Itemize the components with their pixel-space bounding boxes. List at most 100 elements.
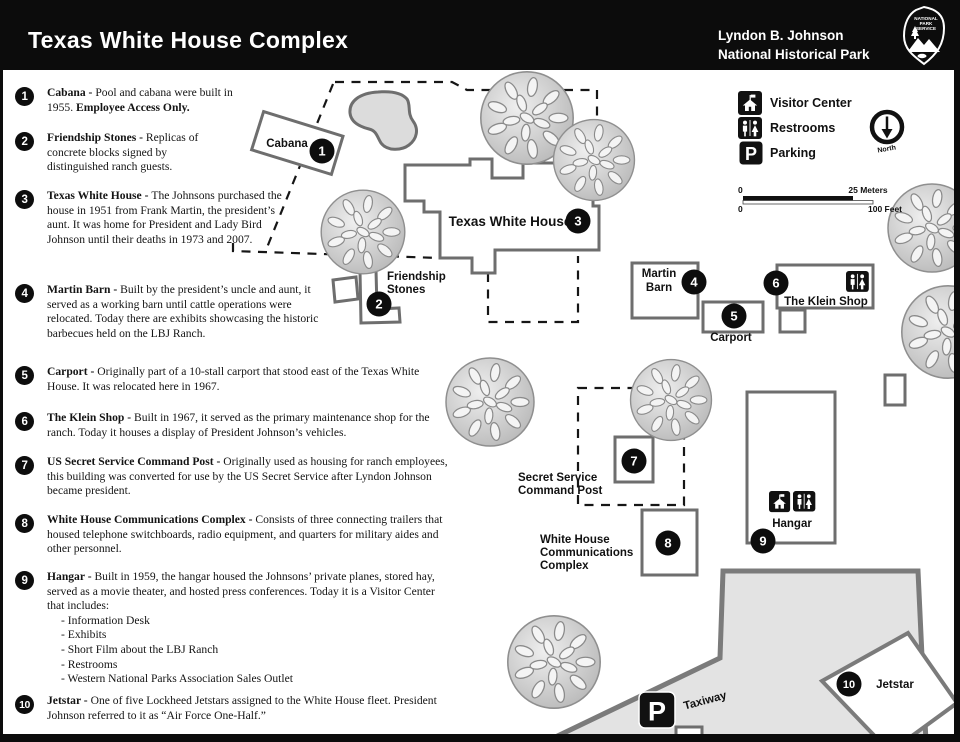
key-item-8: 8 White House Communications Complex - C… — [15, 513, 449, 557]
legend-visitor-center-label: Visitor Center — [770, 96, 852, 110]
label-secret-service: Command Post — [518, 485, 603, 497]
legend-restrooms-label: Restrooms — [770, 121, 835, 135]
item-description: White House Communications Complex - Con… — [47, 513, 443, 556]
item-number-badge: 3 — [15, 190, 34, 209]
visitor-center-icon — [769, 491, 791, 513]
hangar-feature: - Western National Parks Association Sal… — [61, 672, 293, 686]
item-description: Cabana - Pool and cabana were built in 1… — [47, 86, 233, 114]
tree-icon — [507, 615, 601, 709]
page-title: Texas White House Complex — [28, 27, 349, 53]
label-friendship-stones: Friendship — [387, 271, 446, 283]
park-name: Lyndon B. Johnson National Historical Pa… — [718, 26, 870, 64]
tree-icon — [320, 189, 406, 275]
legend-parking-label: Parking — [770, 146, 816, 160]
key-item-3: 3 Texas White House - The Johnsons purch… — [15, 189, 283, 247]
item-number-badge: 10 — [15, 695, 34, 714]
key-item-1: 1 Cabana - Pool and cabana were built in… — [15, 86, 257, 115]
north-label: North — [877, 144, 897, 154]
svg-text:10: 10 — [843, 679, 855, 691]
building-hangar — [745, 390, 837, 545]
map-legend: Visitor Center Restrooms Parking — [737, 91, 852, 166]
item-description: Carport - Originally part of a 10-stall … — [47, 365, 420, 393]
label-carport: Carport — [710, 332, 752, 344]
building-klein-annex — [778, 308, 807, 334]
site-map: P — [231, 71, 960, 742]
frame-bottom — [0, 734, 960, 742]
building-texas-white-house — [403, 157, 601, 275]
svg-text:NATIONAL: NATIONAL — [914, 16, 938, 21]
svg-text:5: 5 — [730, 309, 737, 324]
label-cabana: Cabana — [266, 138, 308, 150]
key-item-2: 2 Friendship Stones - Replicas of concre… — [15, 131, 219, 175]
svg-text:8: 8 — [664, 536, 671, 551]
item-description: US Secret Service Command Post - Origina… — [47, 455, 448, 498]
svg-text:2: 2 — [375, 297, 382, 312]
small-building-east — [883, 373, 907, 407]
key-item-4: 4 Martin Barn - Built by the president’s… — [15, 283, 321, 341]
boundary-dashed-west-diagonal — [264, 83, 335, 251]
item-number-badge: 6 — [15, 412, 34, 431]
boundary-dashed-south — [231, 243, 441, 260]
hangar-feature: - Short Film about the LBJ Ranch — [61, 642, 219, 656]
marker-4: 4 — [681, 269, 707, 295]
svg-text:3: 3 — [574, 214, 581, 229]
marker-5: 5 — [721, 303, 747, 329]
item-number-badge: 5 — [15, 366, 34, 385]
item-description: Jetstar - One of five Lockheed Jetstars … — [47, 694, 437, 722]
marker-2: 2 — [366, 291, 392, 317]
scale-meters-label: 25 Meters — [848, 185, 887, 195]
item-description: The Klein Shop - Built in 1967, it serve… — [47, 411, 430, 439]
visitor-center-icon — [738, 91, 762, 115]
item-description: Hangar - Built in 1959, the hangar house… — [47, 570, 449, 687]
item-description: Friendship Stones - Replicas of concrete… — [47, 131, 199, 174]
frame-left — [0, 0, 3, 742]
svg-text:4: 4 — [690, 275, 698, 290]
svg-text:SERVICE: SERVICE — [916, 26, 936, 31]
restrooms-icon — [845, 270, 870, 293]
restrooms-icon — [737, 116, 763, 140]
park-name-line1: Lyndon B. Johnson — [718, 28, 844, 43]
hangar-feature: - Exhibits — [61, 628, 107, 642]
item-number-badge: 4 — [15, 284, 34, 303]
jetstar-shape — [818, 630, 960, 742]
tree-icon — [629, 358, 713, 442]
label-martin-barn: Martin — [642, 268, 677, 280]
svg-text:9: 9 — [759, 534, 766, 549]
label-whcc: White House — [540, 534, 610, 546]
svg-text:7: 7 — [630, 454, 637, 469]
label-whcc: Complex — [540, 560, 589, 572]
park-name-line2: National Historical Park — [718, 47, 870, 62]
dashed-secret-service-outline — [576, 386, 686, 507]
marker-1: 1 — [309, 138, 335, 164]
marker-6: 6 — [763, 270, 789, 296]
tree-icon — [887, 183, 960, 273]
scale-feet-zero: 0 — [738, 204, 743, 214]
label-martin-barn: Barn — [646, 282, 672, 294]
marker-10: 10 — [836, 671, 862, 697]
nps-arrowhead-logo-icon: NATIONAL PARK SERVICE — [902, 5, 946, 66]
hangar-feature: - Information Desk — [61, 613, 150, 627]
friendship-stones-block — [331, 275, 360, 304]
label-friendship-stones: Stones — [387, 284, 425, 296]
scale-meters-zero: 0 — [738, 185, 743, 195]
item-number-badge: 9 — [15, 571, 34, 590]
item-number-badge: 7 — [15, 456, 34, 475]
hangar-feature: - Restrooms — [61, 657, 118, 671]
label-texas-white-house: Texas White House — [449, 214, 572, 229]
tree-icon — [901, 285, 960, 379]
svg-text:6: 6 — [772, 276, 779, 291]
svg-text:1: 1 — [318, 144, 325, 159]
label-whcc: Communications — [540, 547, 633, 559]
scale-bar: 0 25 Meters 0 100 Feet — [738, 185, 902, 214]
label-hangar: Hangar — [772, 518, 812, 530]
marker-9: 9 — [750, 528, 776, 554]
restrooms-icon — [792, 490, 816, 512]
tree-icon — [445, 357, 535, 447]
pool-shape — [348, 90, 418, 151]
marker-3: 3 — [565, 208, 591, 234]
parking-icon — [738, 140, 764, 166]
north-indicator: North — [869, 109, 905, 155]
marker-8: 8 — [655, 530, 681, 556]
item-number-badge: 1 — [15, 87, 34, 106]
key-item-6: 6 The Klein Shop - Built in 1967, it ser… — [15, 411, 449, 440]
